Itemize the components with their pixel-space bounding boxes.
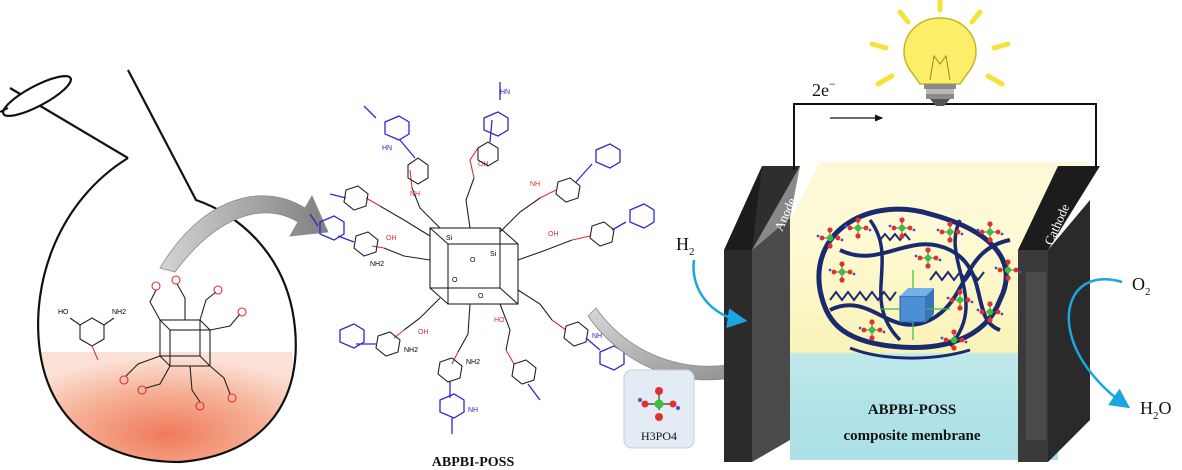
o2-h2o-arrow [1067, 278, 1131, 409]
h2-inlet-arrow [692, 259, 748, 329]
flask-monomer-molecule: HO NH2 [58, 309, 126, 361]
flask-poss-molecule [119, 275, 247, 411]
abpbi-poss-structure: Si Si O O O OH HN NH HN NH OH [309, 82, 655, 434]
h3po4-molecule [994, 259, 1022, 281]
anode-electrode: Anode [724, 166, 800, 462]
round-bottom-flask-icon [0, 69, 297, 464]
h3po4-molecule [976, 221, 1004, 243]
h3po4-label: H3PO4 [641, 429, 677, 443]
o-label: O [478, 293, 484, 300]
h3po4-molecule [940, 329, 968, 351]
poss-label: ABPBI-POSS [432, 455, 515, 470]
membrane-label-line2: composite membrane [843, 428, 980, 444]
h3po4-molecule [914, 247, 942, 269]
nh-label: NH [592, 333, 602, 340]
amine-label: NH2 [404, 347, 418, 354]
h3po4-molecule [844, 217, 872, 239]
membrane-label-line1: ABPBI-POSS [868, 402, 956, 418]
nh-label: NH [410, 191, 420, 198]
h3po4-legend: H3PO4 [623, 369, 695, 449]
o-label: O [452, 277, 458, 284]
hn-label: HN [500, 89, 510, 96]
h3po4-molecule [976, 301, 1004, 323]
oh-label: OH [548, 231, 559, 238]
h3po4-molecule [936, 221, 964, 243]
fuel-cell: Anode Cathode 2e− [724, 0, 1100, 462]
amine-label: NH2 [466, 359, 480, 366]
nh-label: NH [468, 407, 478, 414]
o-label: O [470, 257, 476, 264]
ho-label: HO [494, 317, 505, 324]
h3po4-molecule [858, 319, 886, 341]
amine-label: NH2 [112, 309, 126, 316]
hn-label: HN [382, 145, 392, 152]
o2-label: O2 [1132, 274, 1151, 298]
amine-label: NH2 [370, 261, 384, 268]
nh-label: NH [530, 181, 540, 188]
si-label: Si [490, 251, 497, 258]
h3po4-molecule [946, 289, 974, 311]
si-label: Si [446, 235, 453, 242]
phosphoric-acid-molecules [816, 217, 1022, 351]
cathode-electrode: Cathode [1018, 166, 1100, 462]
h3po4-molecule [888, 217, 916, 239]
external-circuit-wire [793, 103, 1097, 170]
h2-label: H2 [676, 234, 695, 258]
synthesis-arrow [159, 195, 329, 273]
h2o-label: H2O [1140, 398, 1172, 422]
h3po4-molecule [828, 261, 856, 283]
oh-label: OH [386, 235, 397, 242]
electrons-label: 2e− [812, 77, 836, 100]
h3po4-molecule [816, 227, 844, 249]
acid-label: HO [58, 309, 69, 316]
oh-label: OH [418, 329, 429, 336]
oh-label: OH [478, 161, 489, 168]
light-bulb-icon [869, 0, 1011, 106]
